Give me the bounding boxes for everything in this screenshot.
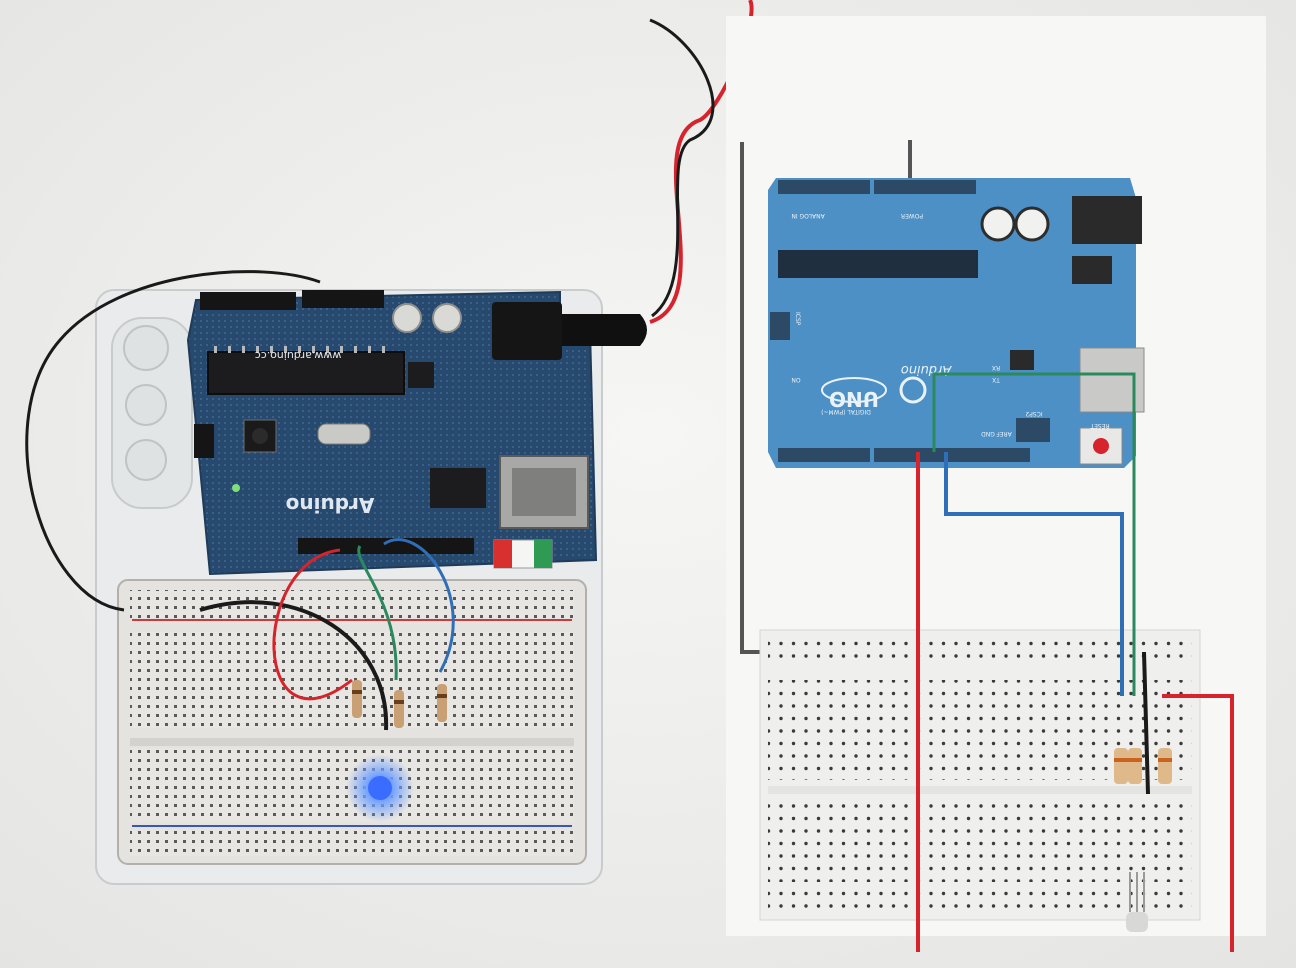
breadboard [117,579,587,865]
header-top-right [302,290,384,308]
header-digital [298,538,474,554]
wire-black-gnd [199,600,389,731]
board-url: www.arduino.cc [255,349,342,362]
atmega-chip [207,351,405,395]
diagram-wire-red-right [1162,694,1234,952]
diagram-on-label: ON [791,376,800,383]
diagram-icsp2-label: ICSP2 [1025,410,1042,417]
diagram-rx-label: RX [992,364,1000,371]
real-circuit: Arduino www.arduino.cc [25,0,754,885]
board-brand: Arduino [286,493,375,517]
cable-black [649,18,715,318]
diagram-digital-label: DIGITAL (PWM~) [821,408,871,415]
diagram-tx-label: TX [992,376,1001,383]
capacitor [392,303,422,333]
arduino-board: Arduino www.arduino.cc [186,290,647,576]
wire-blue [383,538,455,673]
diagram-icsp-label: ICSP [794,312,801,326]
power-jack [492,302,562,360]
diagram-power-label: POWER [901,212,923,219]
diagram-reset-label: RESET [1090,422,1110,429]
diagram-wire-green [932,372,1136,696]
status-led [232,484,240,492]
diagram-analog-label: ANALOG IN [791,212,824,219]
rgb-led [368,776,392,800]
wire-green [357,545,398,681]
diagram-gnd-label: GND [981,430,995,437]
diagram-wire-blue [944,452,1124,696]
capacitor [432,303,462,333]
wire-red [272,548,353,701]
diagram-rgb-led [1126,872,1148,932]
printed-diagram: ANALOG IN POWER Arduino UNO DIGITAL (PWM… [726,16,1266,952]
resistors [352,680,447,728]
header-top-left [200,292,296,310]
diagram-wire-black [1142,651,1150,795]
diagram-model: UNO [829,387,879,411]
diagram-aref-label: AREF [996,430,1012,437]
diagram-resistors [1114,748,1172,784]
wire-black-long [25,270,321,612]
